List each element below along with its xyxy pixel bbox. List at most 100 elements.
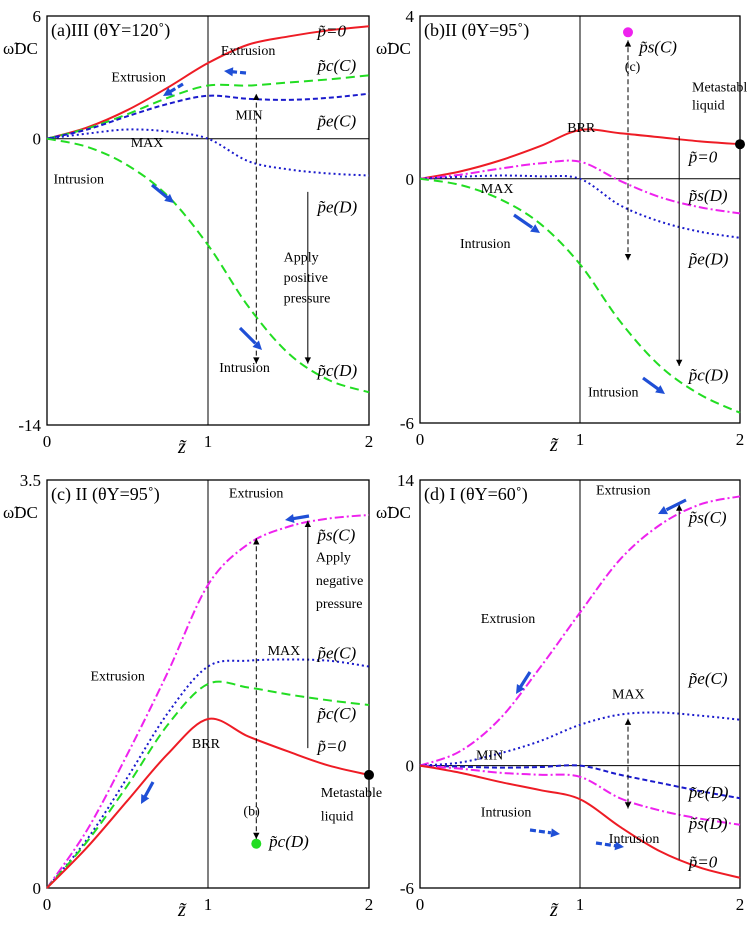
blue-arrowhead-icon: [550, 828, 560, 838]
annotation-text: Metastable: [692, 80, 747, 95]
annotation-text: Intrusion: [609, 832, 660, 847]
panel-title: (a)III (θY=120˚): [51, 20, 170, 41]
annotation-text: Apply: [284, 250, 319, 265]
blue-direction-arrow: [529, 828, 552, 835]
marker-point: [623, 27, 633, 38]
x-tick-label: 0: [43, 432, 52, 451]
blue-direction-arrow: [518, 671, 532, 689]
series-line: [419, 764, 741, 800]
curve-label: p̃s(C): [316, 526, 355, 545]
y-tick-label: 14: [397, 471, 415, 490]
annotation-text: Extrusion: [221, 44, 275, 59]
arrowhead-icon: [304, 357, 311, 364]
y-axis-label: ω̃DC: [376, 503, 411, 522]
blue-direction-arrow: [595, 841, 616, 848]
y-tick-label: -14: [18, 416, 41, 435]
curve-label: p̃s(C): [688, 508, 727, 527]
curve-label: p̃=0: [316, 737, 346, 756]
blue-arrowhead-icon: [655, 385, 665, 394]
y-tick-label: -6: [400, 414, 414, 433]
curve-label: p̃=0: [688, 148, 718, 167]
curve-label: p̃e(D): [316, 197, 357, 216]
x-tick-label: 0: [416, 430, 425, 449]
y-axis-label: ω̃DC: [3, 503, 38, 522]
arrowhead-icon: [253, 538, 260, 545]
y-axis-label: ω̃DC: [376, 39, 411, 58]
marker-point: [364, 769, 374, 780]
x-axis-label: z̃: [177, 899, 187, 921]
curve-label: p̃e(C): [316, 111, 356, 130]
annotation-text: Intrusion: [481, 806, 532, 821]
curve-label: p̃c(C): [316, 56, 356, 75]
annotation-text: negative: [316, 574, 363, 589]
x-tick-label: 0: [43, 895, 52, 914]
marker-point: [251, 838, 262, 849]
arrowhead-icon: [253, 357, 260, 364]
series-line: [419, 177, 741, 414]
annotation-text: Intrusion: [53, 173, 104, 188]
annotation-text: MAX: [612, 687, 645, 702]
series-line: [46, 513, 370, 889]
blue-direction-arrow: [230, 70, 247, 75]
y-tick-label: 0: [406, 170, 415, 189]
curve-label: p̃c(D): [268, 832, 309, 851]
curve-label: p̃e(C): [688, 669, 728, 688]
x-axis-label: z̃: [549, 434, 559, 456]
arrowhead-icon: [676, 359, 683, 367]
x-tick-label: 1: [576, 895, 585, 914]
arrowhead-icon: [624, 253, 632, 261]
annotation-text: liquid: [321, 809, 354, 824]
x-tick-label: 1: [204, 895, 213, 914]
annotation-text: (c): [625, 60, 641, 75]
series-line: [419, 159, 741, 215]
x-tick-label: 2: [365, 895, 374, 914]
annotation-text: Extrusion: [90, 670, 144, 685]
annotation-text: MAX: [268, 644, 301, 659]
curve-label: p̃c(C): [316, 704, 356, 723]
blue-direction-arrow: [143, 781, 155, 799]
annotation-text: Intrusion: [219, 361, 270, 376]
annotation-text: (b): [243, 805, 260, 820]
x-tick-label: 0: [416, 895, 425, 914]
annotation-text: BRR: [567, 121, 596, 136]
y-axis-label: ω̃DC: [3, 39, 38, 58]
blue-arrowhead-icon: [224, 67, 234, 77]
curve-label: p̃=0: [688, 853, 718, 872]
annotation-text: MAX: [131, 136, 164, 151]
annotation-text: Extrusion: [596, 483, 650, 498]
series-line: [46, 717, 370, 889]
curve-label: p̃s(D): [688, 186, 728, 205]
curve-label: p̃e(C): [316, 643, 356, 662]
blue-direction-arrow: [642, 376, 660, 391]
annotation-text: BRR: [192, 737, 221, 752]
series-line: [419, 128, 741, 180]
panel-b-ii: (b)II (θY=95˚)ω̃DCz̃01240-6(c)Metastable…: [376, 7, 747, 456]
curve-label: p̃s(D): [688, 814, 728, 833]
blue-direction-arrow: [665, 498, 687, 512]
arrowhead-icon: [624, 802, 632, 809]
x-axis-label: z̃: [549, 899, 559, 921]
annotation-text: liquid: [692, 99, 725, 114]
marker-point: [735, 139, 745, 150]
annotation-text: Extrusion: [481, 612, 535, 627]
arrowhead-icon: [253, 832, 260, 840]
x-tick-label: 1: [204, 432, 213, 451]
annotation-text: Intrusion: [588, 386, 639, 401]
x-tick-label: 2: [736, 895, 745, 914]
panel-title: (c) II (θY=95˚): [51, 484, 160, 505]
annotation-text: positive: [284, 271, 328, 286]
series-line: [419, 495, 741, 767]
arrowhead-icon: [304, 520, 311, 528]
series-line: [46, 680, 370, 889]
curve-label: p̃e(D): [688, 783, 729, 802]
y-tick-label: -6: [400, 879, 414, 898]
blue-arrowhead-icon: [164, 193, 174, 203]
annotation-text: MIN: [235, 108, 262, 123]
blue-arrowhead-icon: [252, 340, 262, 350]
annotation-text: MIN: [476, 748, 503, 763]
annotation-text: pressure: [316, 597, 363, 612]
blue-direction-arrow: [168, 82, 184, 94]
